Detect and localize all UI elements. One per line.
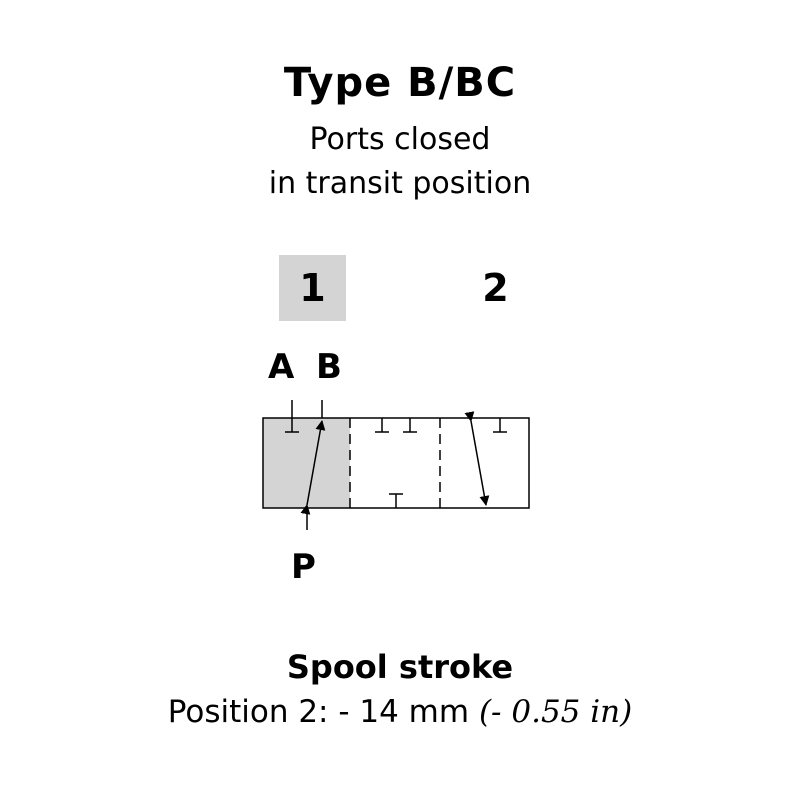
subtitle-line-2: in transit position (268, 166, 532, 201)
spool-stroke-title: Spool stroke (286, 648, 514, 686)
subtitle-line-1: Ports closed (309, 122, 491, 157)
port-a-label: A (268, 347, 295, 387)
diagram-title: Type B/BC (283, 60, 517, 106)
spool-stroke-mm: Position 2: - 14 mm (167, 694, 470, 730)
position-2-label: 2 (482, 266, 509, 310)
spool-stroke-inch: (- 0.55 in) (478, 694, 633, 730)
port-p-label: P (291, 547, 316, 587)
flow-arrow-position-1 (300, 420, 326, 515)
port-b-label: B (316, 347, 342, 387)
flow-arrow-position-2 (464, 411, 490, 506)
spool-stroke-value: Position 2: - 14 mm (- 0.55 in) (0, 694, 800, 730)
valve-box-position-1 (263, 418, 350, 508)
position-1-label: 1 (279, 255, 346, 321)
